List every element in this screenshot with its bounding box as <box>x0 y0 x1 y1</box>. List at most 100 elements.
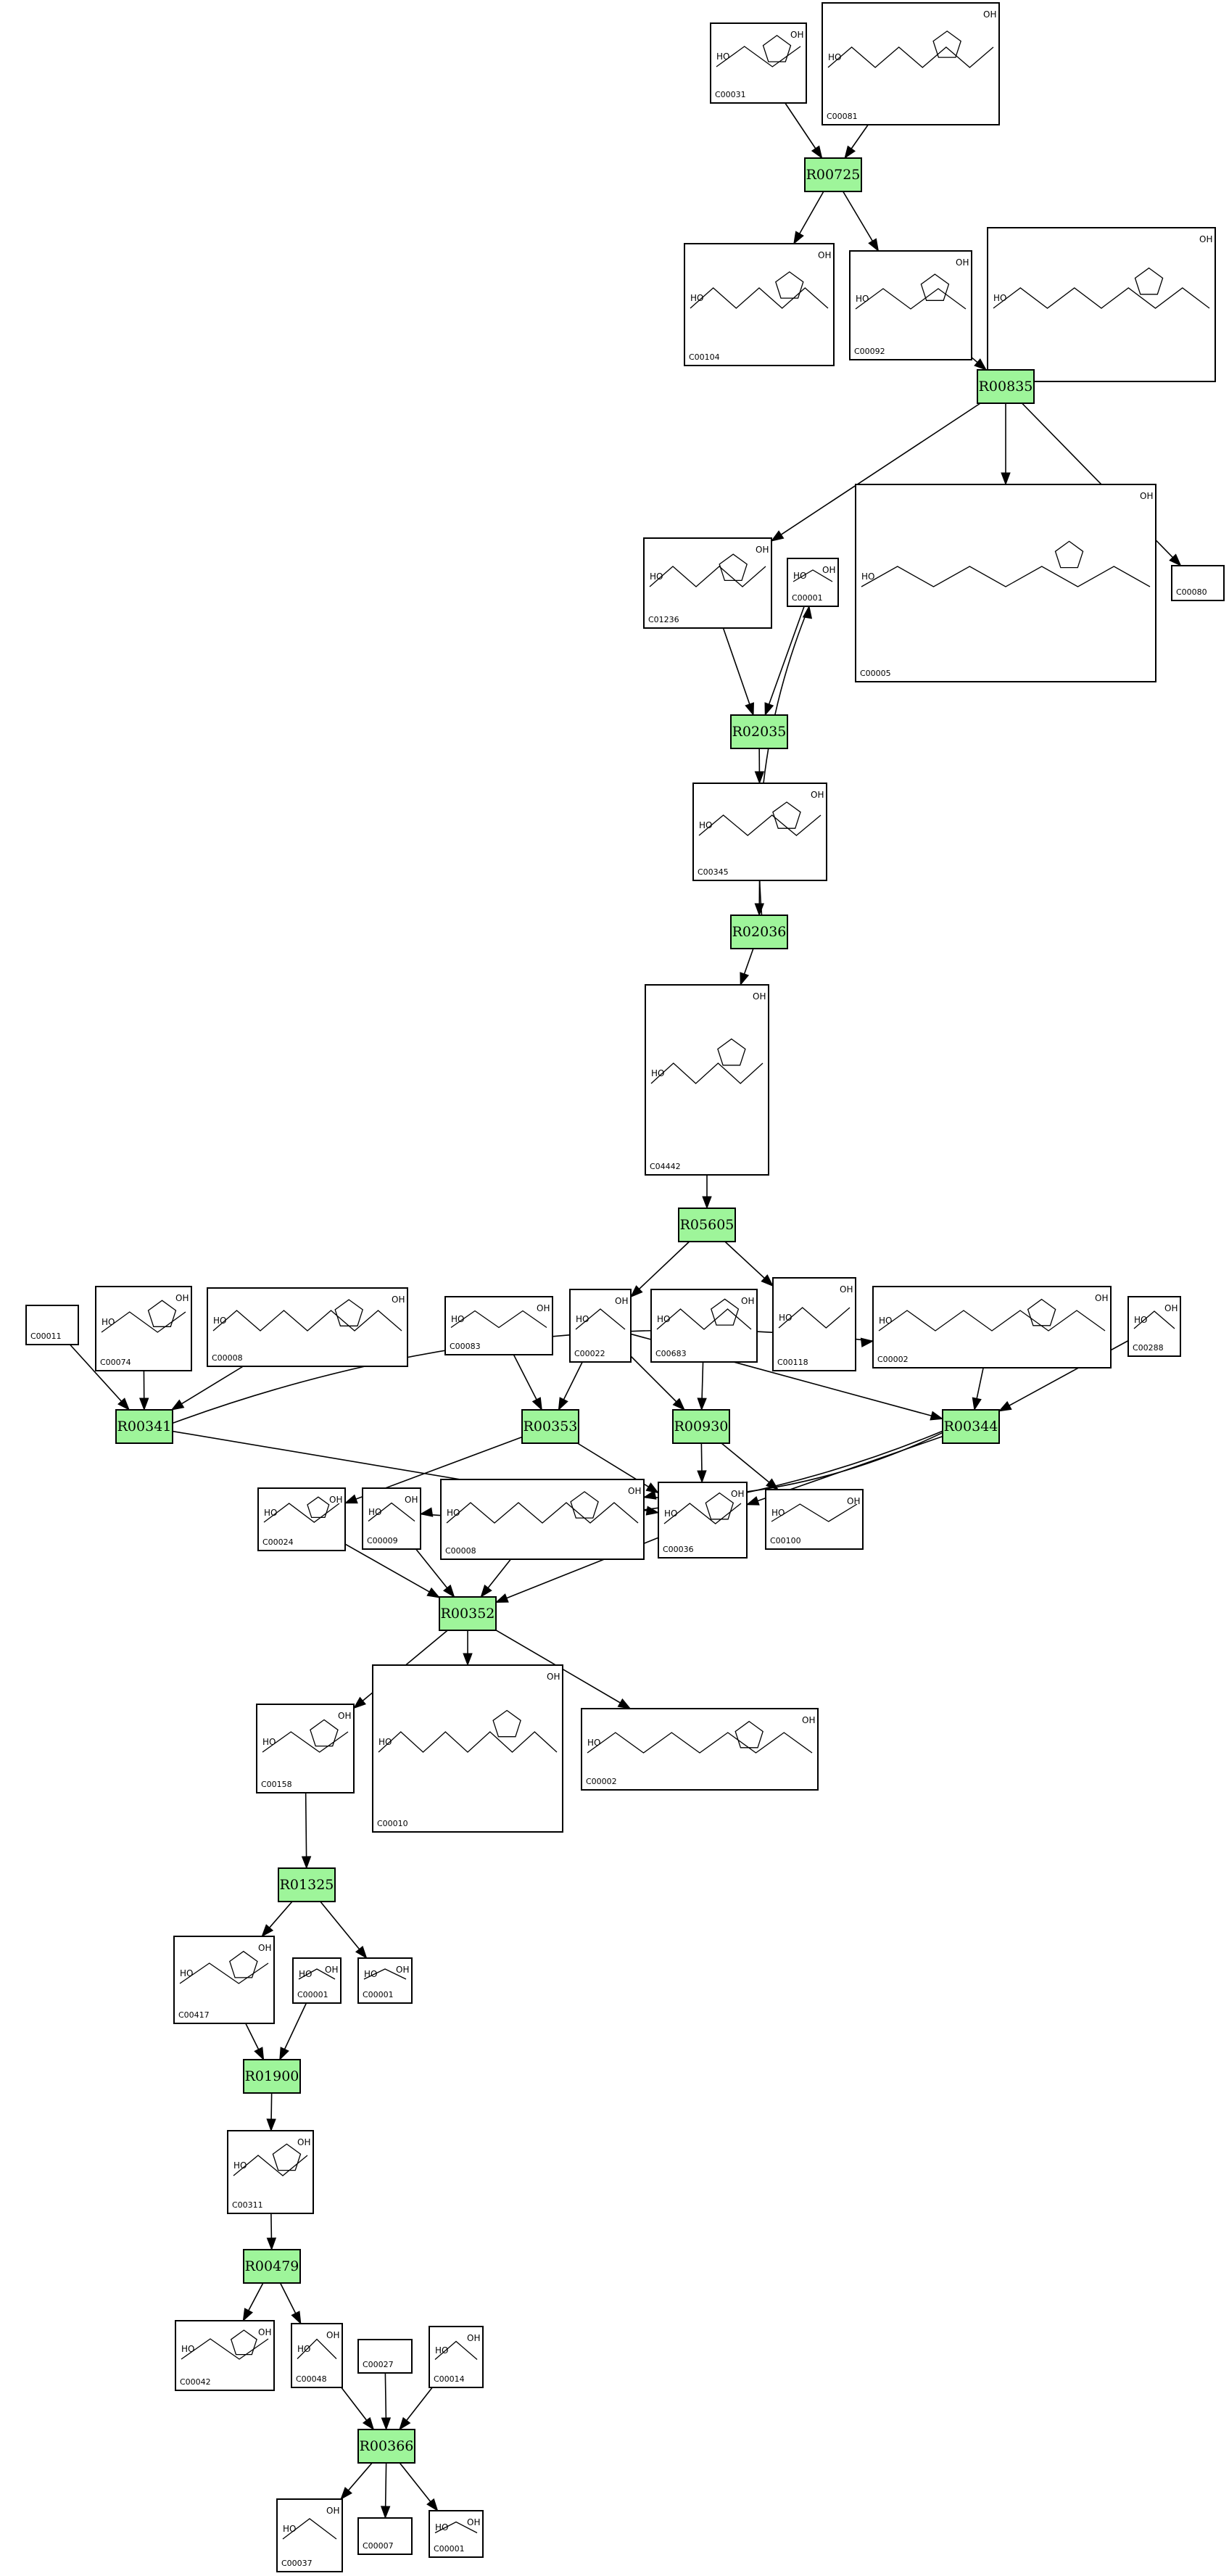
compound-node[interactable]: C00027 <box>357 2339 413 2374</box>
structure-ring <box>1134 267 1164 295</box>
structure-bond <box>855 288 967 310</box>
reaction-node[interactable]: R00479 <box>243 2249 301 2284</box>
reaction-node[interactable]: R00725 <box>804 157 862 192</box>
reaction-node[interactable]: R00353 <box>521 1409 579 1444</box>
compound-node[interactable]: C00007 <box>357 2517 413 2555</box>
reaction-edge <box>771 402 981 542</box>
compound-box <box>772 1277 856 1371</box>
atom-label: HO <box>283 2524 296 2534</box>
edge-arrowhead <box>426 2498 439 2512</box>
structure-ring <box>932 30 961 58</box>
compound-node[interactable]: C00011 <box>25 1305 79 1345</box>
atom-label: HO <box>368 1507 381 1517</box>
atom-label: HO <box>771 1508 785 1518</box>
compound-id-label: C00345 <box>698 867 729 877</box>
reaction-box <box>278 1867 336 1902</box>
atom-label: HO <box>716 51 729 62</box>
reaction-edge <box>305 1792 307 1869</box>
atom-label: OH <box>753 991 766 1002</box>
edge-arrowhead <box>645 1482 660 1494</box>
reaction-node[interactable]: R00341 <box>115 1409 173 1444</box>
reaction-node[interactable]: R00930 <box>672 1409 730 1444</box>
atom-label: OH <box>802 1715 815 1725</box>
compound-id-label: C00100 <box>770 1536 801 1545</box>
compound-id-label: C01236 <box>648 615 679 624</box>
reaction-node[interactable]: R05605 <box>678 1208 736 1242</box>
reaction-edge <box>722 627 754 716</box>
edge-arrowhead <box>301 1856 312 1870</box>
compound-node[interactable]: HOOHC00006 <box>987 227 1216 382</box>
atom-label: OH <box>326 2330 339 2340</box>
edge-arrowhead <box>362 2416 375 2431</box>
compound-box <box>357 1957 413 2004</box>
reaction-node[interactable]: R01325 <box>278 1867 336 1902</box>
compound-id-label: C00008 <box>212 1353 243 1363</box>
reaction-box <box>439 1596 497 1631</box>
structure-bond <box>878 1310 1106 1332</box>
atom-label: HO <box>779 1313 792 1323</box>
compound-id-label: C00002 <box>877 1355 909 1364</box>
atom-label: OH <box>628 1486 641 1496</box>
atom-label: OH <box>392 1295 405 1305</box>
reaction-node[interactable]: R00366 <box>357 2429 415 2464</box>
reaction-node[interactable]: R01900 <box>243 2059 301 2094</box>
reaction-node[interactable]: R00352 <box>439 1596 497 1631</box>
reaction-node[interactable]: R00835 <box>977 369 1035 404</box>
structure-bond <box>297 2338 337 2359</box>
structure-bond <box>861 566 1151 587</box>
reaction-node[interactable]: R02035 <box>730 714 788 749</box>
atom-label: OH <box>956 257 969 268</box>
compound-id-label: C00311 <box>232 2200 263 2210</box>
compound-box <box>372 1664 563 1833</box>
compound-box <box>765 1489 864 1550</box>
edge-arrowhead <box>266 2237 277 2251</box>
atom-label: HO <box>879 1316 892 1326</box>
structure-bond <box>212 1310 402 1332</box>
reaction-edge <box>577 1442 659 1494</box>
compound-id-label: C00001 <box>363 1990 394 1999</box>
compound-id-label: C00118 <box>777 1358 808 1367</box>
atom-label: HO <box>264 1508 277 1518</box>
reaction-node[interactable]: R00344 <box>942 1409 1000 1444</box>
compound-box <box>872 1286 1112 1368</box>
reaction-id-label: R00352 <box>441 1606 495 1622</box>
atom-label: OH <box>467 2333 480 2343</box>
reaction-node[interactable]: R02036 <box>730 915 788 949</box>
reaction-id-label: R02036 <box>732 924 787 940</box>
compound-node[interactable]: C00080 <box>1171 565 1225 601</box>
